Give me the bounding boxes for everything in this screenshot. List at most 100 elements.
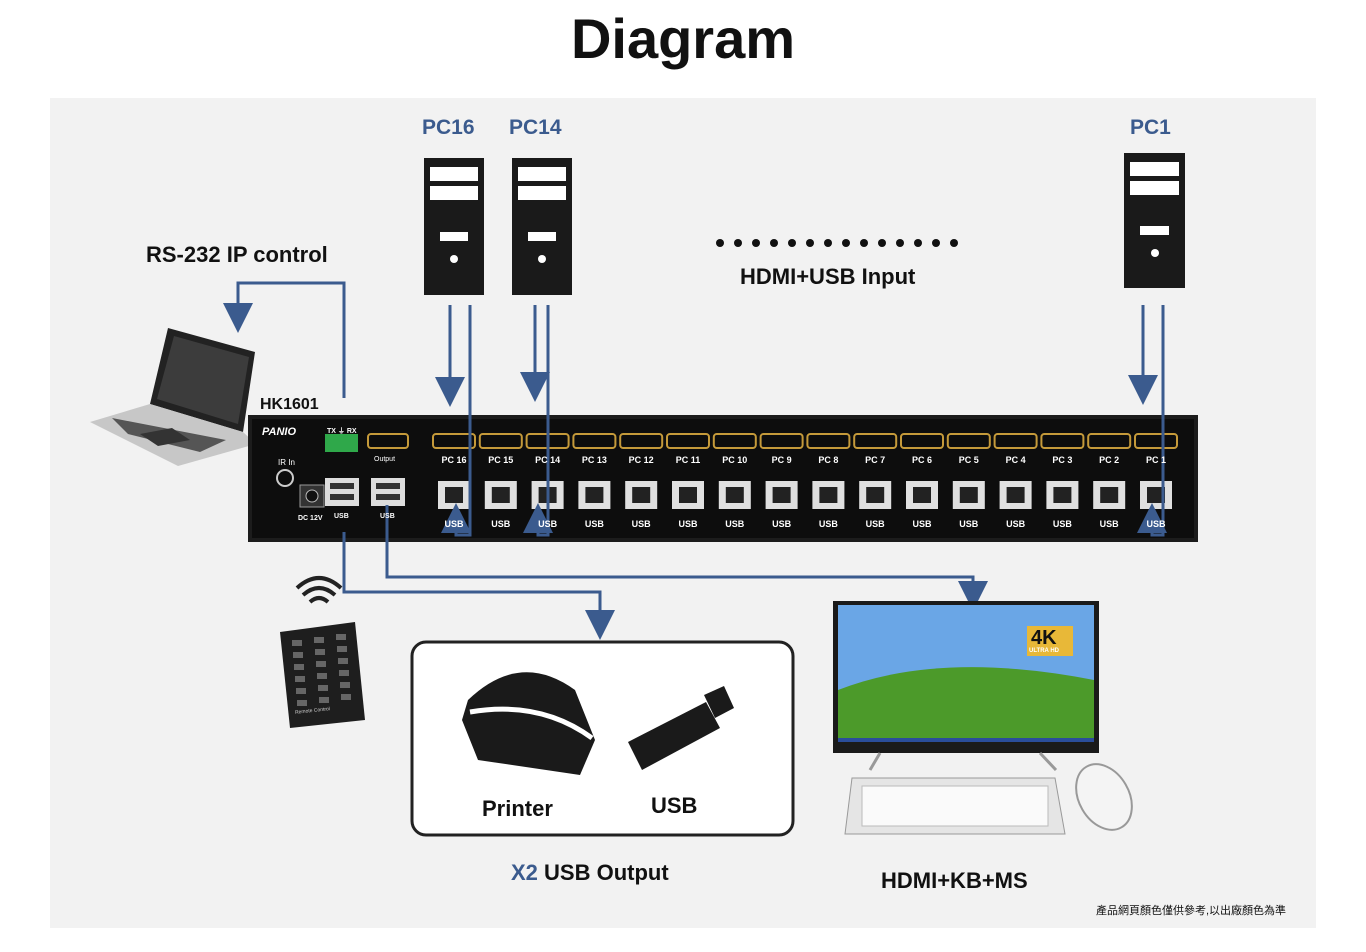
usb-port-inner-pc13 (585, 487, 604, 503)
pc1-tower-icon (1124, 153, 1185, 288)
usb-port-inner-pc6 (913, 487, 931, 503)
label-model: HK1601 (260, 396, 319, 413)
usb-label-pc13: USB (584, 519, 604, 529)
label-dc12v: DC 12V (298, 515, 323, 522)
usb-port-inner-pc12 (632, 487, 651, 503)
port-label-pc15: PC 15 (488, 455, 514, 465)
label-usb: USB (651, 793, 698, 818)
usb-port-inner-pc15 (491, 487, 510, 503)
port-label-pc12: PC 12 (628, 455, 654, 465)
port-label-pc13: PC 13 (581, 455, 607, 465)
page-title: Diagram (570, 7, 796, 70)
label-rs232: RS-232 IP control (146, 242, 328, 267)
usb-label-pc5: USB (959, 519, 979, 529)
usb-port-inner-pc3 (1053, 487, 1072, 503)
hdmi-port-pc5 (946, 433, 991, 449)
kvm-switch-device (248, 415, 1198, 542)
hdmi-port-pc8 (806, 433, 851, 449)
label-x2: X2 (511, 860, 538, 885)
monitor-icon (833, 601, 1099, 772)
label-usb-output: X2 USB Output (511, 860, 669, 886)
ellipsis-dots (716, 239, 958, 247)
port-label-pc3: PC 3 (1052, 455, 1073, 465)
label-printer: Printer (482, 796, 553, 821)
usb-output-box (410, 640, 795, 837)
wireless-signal-icon (295, 576, 343, 604)
port-label-pc7: PC 7 (865, 455, 886, 465)
port-label-pc10: PC 10 (722, 455, 748, 465)
usb-label-pc7: USB (865, 519, 885, 529)
hdmi-port-pc2 (1087, 433, 1132, 449)
usb-label-pc1: USB (1146, 519, 1166, 529)
usb-port-inner-pc8 (819, 487, 838, 503)
port-label-pc16: PC 16 (441, 455, 467, 465)
usb-label-pc2: USB (1099, 519, 1119, 529)
laptop-icon (90, 328, 256, 466)
usb-port-inner-pc4 (1006, 487, 1025, 503)
port-label-pc2: PC 2 (1099, 455, 1120, 465)
hdmi-port-pc12 (619, 433, 664, 449)
label-pc14: PC14 (509, 116, 562, 139)
usb-label-pc10: USB (725, 519, 745, 529)
label-usb-left: USB (334, 513, 349, 520)
usb-port-inner-pc11 (679, 487, 697, 503)
hdmi-port-pc4 (993, 433, 1038, 449)
port-label-pc1: PC 1 (1145, 455, 1166, 465)
remote-control-icon (280, 622, 365, 728)
port-label-pc6: PC 6 (911, 455, 932, 465)
usb-label-pc14: USB (538, 519, 558, 529)
monitor-badge: 4K (1031, 627, 1057, 649)
port-label-pc5: PC 5 (958, 455, 979, 465)
usb-port-inner-pc7 (866, 487, 885, 503)
hdmi-port-pc10 (712, 433, 757, 449)
usb-label-pc9: USB (772, 519, 792, 529)
pc16-tower-icon (424, 158, 484, 295)
usb-port-inner-pc5 (959, 487, 978, 503)
usb-label-pc16: USB (444, 519, 464, 529)
port-label-pc4: PC 4 (1005, 455, 1026, 465)
usb-label-pc12: USB (631, 519, 651, 529)
label-usb-output-text: USB Output (544, 860, 669, 885)
usb-stick-icon (628, 686, 734, 770)
hdmi-port-pc6 (900, 433, 944, 449)
label-usb-left-2: USB (380, 513, 395, 520)
label-pc16: PC16 (422, 116, 475, 139)
usb-label-pc3: USB (1052, 519, 1072, 529)
input-arrows (223, 281, 1167, 640)
usb-port-inner-pc1 (1147, 487, 1165, 503)
usb-port-inner-pc10 (725, 487, 744, 503)
mouse-icon (1075, 763, 1133, 831)
usb-label-pc4: USB (1006, 519, 1026, 529)
kvm-port-row (432, 433, 1178, 509)
keyboard-icon (844, 777, 1066, 835)
hdmi-port-pc1 (1134, 433, 1178, 449)
monitor-badge-sub: ULTRA HD (1029, 648, 1059, 654)
hdmi-port-pc11 (666, 433, 710, 449)
hdmi-port-pc9 (759, 433, 804, 449)
usb-label-pc11: USB (678, 519, 698, 529)
usb-port-inner-pc16 (445, 487, 463, 503)
port-label-pc8: PC 8 (818, 455, 839, 465)
label-ir-in: IR In (278, 458, 295, 467)
label-pc1: PC1 (1130, 116, 1171, 139)
label-tx-rx: TX ⏚ RX (327, 428, 357, 435)
usb-port-inner-pc2 (1100, 487, 1119, 503)
printer-icon (462, 672, 595, 775)
port-label-pc9: PC 9 (771, 455, 792, 465)
hdmi-port-pc13 (572, 433, 617, 449)
hdmi-port-pc7 (853, 433, 898, 449)
label-output: Output (374, 456, 396, 463)
disclaimer-text: 產品網頁顏色僅供參考,以出廠顏色為準 (1096, 905, 1287, 917)
usb-label-pc15: USB (491, 519, 511, 529)
hdmi-port-pc15 (478, 433, 523, 449)
label-hdmi-kb-ms: HDMI+KB+MS (881, 868, 1028, 893)
hdmi-port-pc3 (1040, 433, 1085, 449)
usb-label-pc8: USB (818, 519, 838, 529)
port-label-pc11: PC 11 (675, 455, 701, 465)
hdmi-port-pc16 (432, 433, 476, 449)
label-hdmi-usb-input: HDMI+USB Input (740, 264, 916, 289)
brand-logo: PANIO (262, 426, 297, 438)
usb-label-pc6: USB (912, 519, 932, 529)
usb-port-inner-pc9 (772, 487, 791, 503)
